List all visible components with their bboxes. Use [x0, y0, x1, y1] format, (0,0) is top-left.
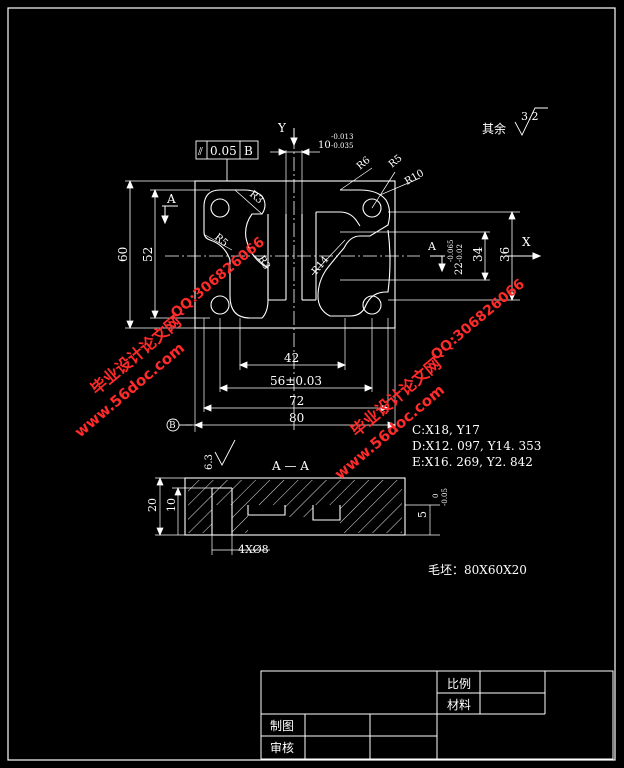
title-drawn: 制图 [270, 719, 294, 733]
plan-view [194, 180, 396, 329]
section-arrows [161, 205, 446, 273]
coordinate-d: D:X12. 097, Y14. 353 [412, 439, 541, 453]
dim-56: 56±0.03 [270, 374, 322, 388]
tolerance-datum: B [244, 144, 253, 158]
dim-slot-22-lower: -0.02 [456, 244, 464, 262]
extension-lines [125, 150, 520, 432]
radius-r5-left: R5 [212, 232, 230, 249]
axis-x-label: X [522, 235, 531, 249]
datum-b-marker [166, 418, 192, 432]
section-mark-right: A [427, 240, 437, 253]
section-mark-top: A [166, 192, 176, 206]
dim-section-10: 10 [165, 498, 178, 512]
axis-markers [290, 128, 542, 260]
roughness-rest-value: 3.2 [521, 110, 539, 123]
roughness-section-value: 6.3 [204, 454, 215, 470]
dim-slot-10-lower: -0.035 [331, 142, 353, 150]
radius-leaders [204, 167, 421, 276]
dim-36: 36 [498, 247, 512, 262]
dim-depth-5-upper: 0 [432, 494, 440, 498]
center-lines [165, 135, 420, 430]
dimension-lines [126, 148, 516, 429]
dim-80: 80 [289, 411, 304, 425]
dim-depth-5-lower: -0.05 [441, 488, 449, 506]
dim-section-20: 20 [146, 498, 159, 512]
datum-b-label: B [169, 421, 176, 431]
hole-bottom-left [210, 295, 230, 315]
roughness-symbols [214, 107, 548, 466]
radius-r3-center: R3 [255, 254, 271, 272]
dim-slot-22-upper: -0.065 [447, 240, 455, 262]
hole-bottom-right [362, 295, 382, 315]
part-outline [194, 180, 396, 329]
hole-top-right [362, 198, 382, 218]
dim-slot-22: 22 [454, 262, 465, 275]
watermark-qq-left: QQ:306826066 [168, 234, 268, 322]
title-block [260, 670, 614, 760]
section-view [184, 477, 406, 536]
blank-stock-note: 毛坯：80X60X20 [428, 563, 527, 577]
axis-y-label: Y [277, 121, 287, 135]
dim-34: 34 [471, 246, 485, 262]
dim-slot-10: 10 [318, 140, 331, 151]
dim-slot-10-upper: -0.013 [331, 133, 353, 141]
holes-callout: 4XØ8 [238, 543, 269, 556]
left-pocket [203, 189, 269, 319]
radius-r10: R10 [403, 168, 426, 188]
right-pocket [317, 189, 391, 317]
dim-52: 52 [141, 247, 155, 262]
tolerance-symbol: ⫽ [197, 145, 203, 158]
title-material: 材料 [447, 698, 471, 712]
title-scale: 比例 [447, 677, 471, 691]
roughness-rest-label: 其余 [482, 121, 506, 136]
coordinate-e: E:X16. 269, Y2. 842 [412, 455, 533, 469]
radius-r5-right: R5 [387, 153, 405, 170]
radius-r3-top: R3 [247, 189, 265, 206]
tolerance-value: 0.05 [210, 144, 237, 158]
section-title: A — A [271, 459, 309, 473]
hole-top-left [210, 198, 230, 218]
coordinate-c: C:X18, Y17 [412, 423, 480, 437]
drawing-border [7, 7, 616, 761]
section-dimension-lines [155, 477, 440, 555]
dim-72: 72 [289, 394, 304, 408]
watermark-left: www.56doc.com 毕业设计论文网 QQ:306826066 [71, 234, 268, 441]
dim-42: 42 [284, 351, 299, 365]
tolerance-frame [195, 140, 259, 181]
dim-60: 60 [116, 247, 130, 262]
title-checked: 审核 [270, 740, 294, 755]
section-outline [184, 477, 406, 536]
right-pocket-top [316, 189, 361, 227]
dim-depth-5: 5 [416, 511, 429, 518]
watermark-qq-right: QQ:306826066 [428, 276, 528, 364]
